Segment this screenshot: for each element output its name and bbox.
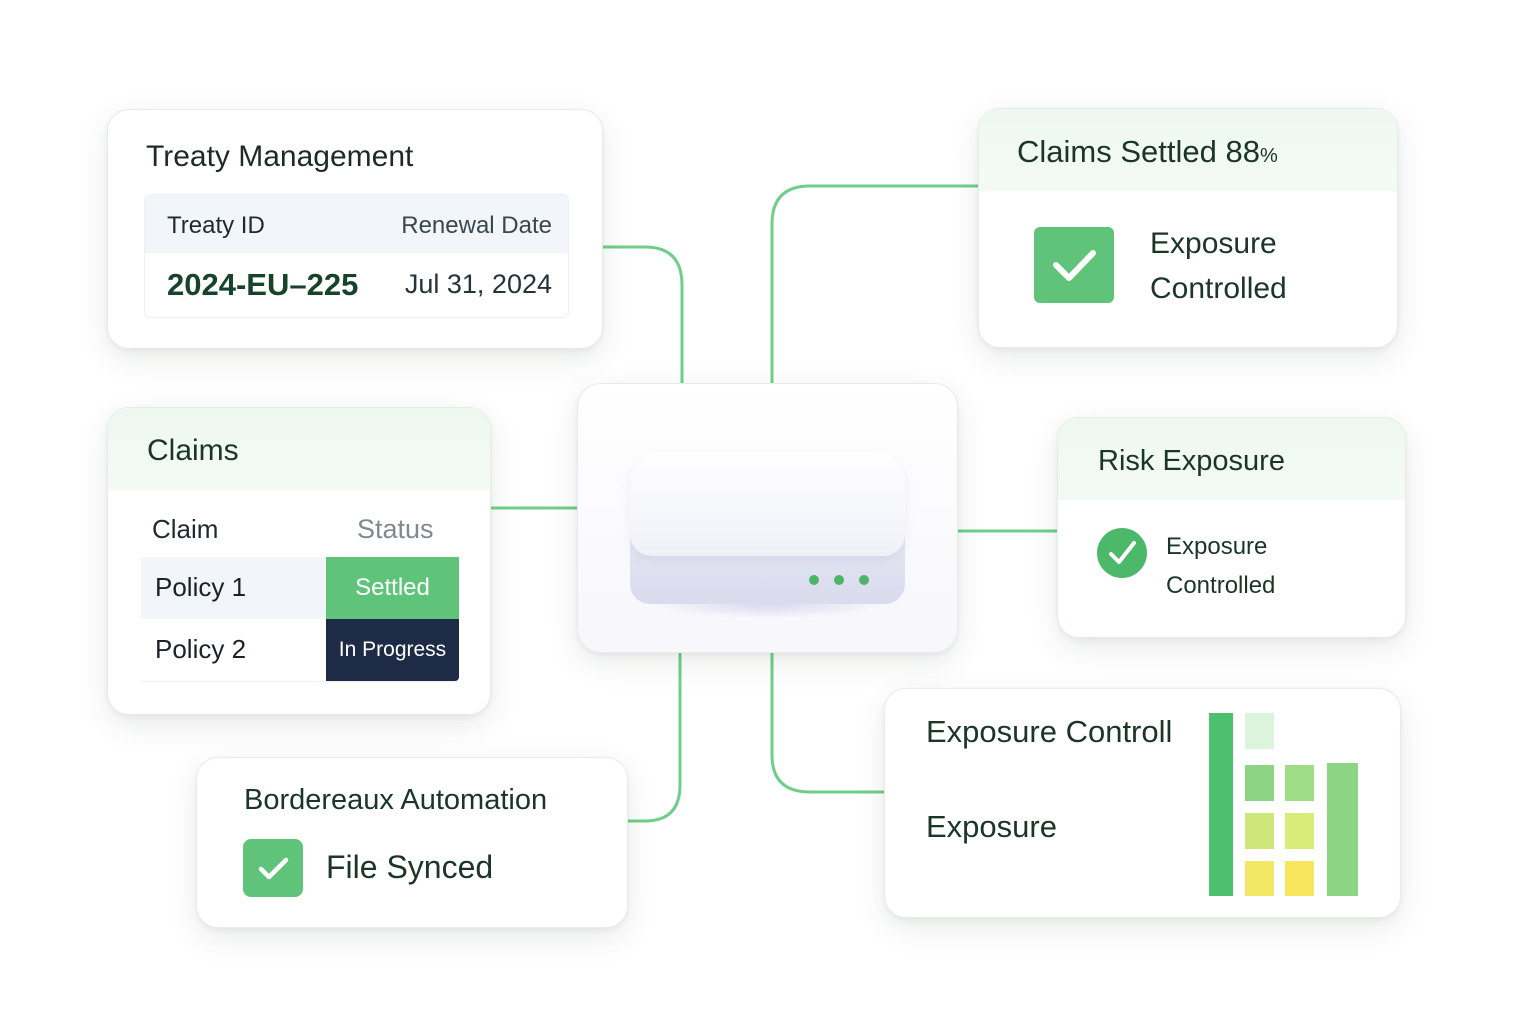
indicator-dot bbox=[809, 575, 819, 585]
table-row[interactable]: Policy 2 In Progress bbox=[141, 619, 459, 682]
risk-exposure-card: Risk Exposure Exposure Controlled bbox=[1057, 417, 1406, 638]
indicator-dot bbox=[834, 575, 844, 585]
device-top bbox=[630, 452, 905, 556]
heat-cell bbox=[1285, 813, 1314, 849]
check-square-icon bbox=[243, 839, 303, 897]
treaty-table-header: Treaty ID Renewal Date bbox=[145, 195, 568, 253]
heat-cell bbox=[1285, 861, 1314, 896]
file-synced-status: File Synced bbox=[326, 849, 494, 885]
risk-exposure-header: Risk Exposure bbox=[1058, 418, 1405, 500]
claim-name: Policy 1 bbox=[155, 572, 247, 602]
claims-settled-title: Claims Settled 88% bbox=[1017, 134, 1278, 170]
bordereaux-title: Bordereaux Automation bbox=[244, 784, 548, 816]
heat-cell bbox=[1245, 713, 1274, 749]
status-line-2: Controlled bbox=[1150, 272, 1287, 305]
connector-settled-hub bbox=[770, 184, 980, 385]
connector-treaty-hub bbox=[600, 245, 684, 385]
check-circle-icon bbox=[1097, 528, 1147, 578]
status-column-header: Status bbox=[357, 514, 434, 544]
status-badge: Settled bbox=[326, 557, 459, 619]
status-badge: In Progress bbox=[326, 619, 459, 681]
heat-cell bbox=[1245, 861, 1274, 896]
claims-settled-label: Claims Settled 88 bbox=[1017, 134, 1260, 169]
exposure-control-card: Exposure Controll Exposure bbox=[884, 688, 1401, 918]
exposure-label: Exposure bbox=[926, 809, 1057, 844]
treaty-id-column-header: Treaty ID bbox=[167, 212, 265, 239]
treaty-card-title: Treaty Management bbox=[146, 140, 414, 173]
status-line-1: Exposure bbox=[1166, 533, 1268, 560]
claims-settled-header: Claims Settled 88% bbox=[979, 109, 1397, 191]
renewal-date-value: Jul 31, 2024 bbox=[404, 269, 552, 299]
table-row[interactable]: 2024-EU–225 Jul 31, 2024 bbox=[145, 253, 568, 317]
risk-exposure-title: Risk Exposure bbox=[1098, 445, 1285, 477]
bordereaux-automation-card: Bordereaux Automation File Synced bbox=[196, 757, 628, 928]
table-row[interactable]: Policy 1 Settled bbox=[141, 557, 459, 619]
claim-column-header: Claim bbox=[152, 514, 219, 544]
exposure-status-text: Exposure Controlled bbox=[1150, 221, 1287, 311]
exposure-heatmap bbox=[1209, 713, 1358, 896]
heat-cell bbox=[1245, 765, 1274, 801]
treaty-management-card: Treaty Management Treaty ID Renewal Date… bbox=[107, 109, 603, 349]
connector-bordereaux-hub bbox=[626, 649, 682, 823]
risk-status-text: Exposure Controlled bbox=[1166, 527, 1275, 605]
claims-settled-card: Claims Settled 88% Exposure Controlled bbox=[978, 108, 1398, 348]
heat-bar bbox=[1209, 713, 1233, 896]
check-square-icon bbox=[1034, 227, 1114, 303]
treaty-id-value: 2024-EU–225 bbox=[167, 267, 359, 302]
heat-cell bbox=[1285, 765, 1314, 801]
hub-device-card bbox=[577, 383, 958, 653]
claim-name: Policy 2 bbox=[155, 634, 247, 664]
claims-card: Claims Claim Status Policy 1 Settled Pol… bbox=[107, 407, 491, 715]
heat-bar bbox=[1327, 763, 1358, 896]
indicator-dot bbox=[859, 575, 869, 585]
exposure-control-title: Exposure Controll bbox=[926, 714, 1173, 749]
renewal-date-column-header: Renewal Date bbox=[401, 212, 552, 239]
connector-exposure-hub bbox=[770, 649, 886, 794]
status-line-1: Exposure bbox=[1150, 227, 1277, 260]
status-line-2: Controlled bbox=[1166, 572, 1276, 599]
percent-sign: % bbox=[1259, 145, 1278, 167]
treaty-table: Treaty ID Renewal Date 2024-EU–225 Jul 3… bbox=[144, 194, 569, 318]
claims-header: Claims bbox=[108, 408, 490, 490]
heat-cell bbox=[1245, 813, 1274, 849]
claims-title: Claims bbox=[147, 434, 239, 467]
